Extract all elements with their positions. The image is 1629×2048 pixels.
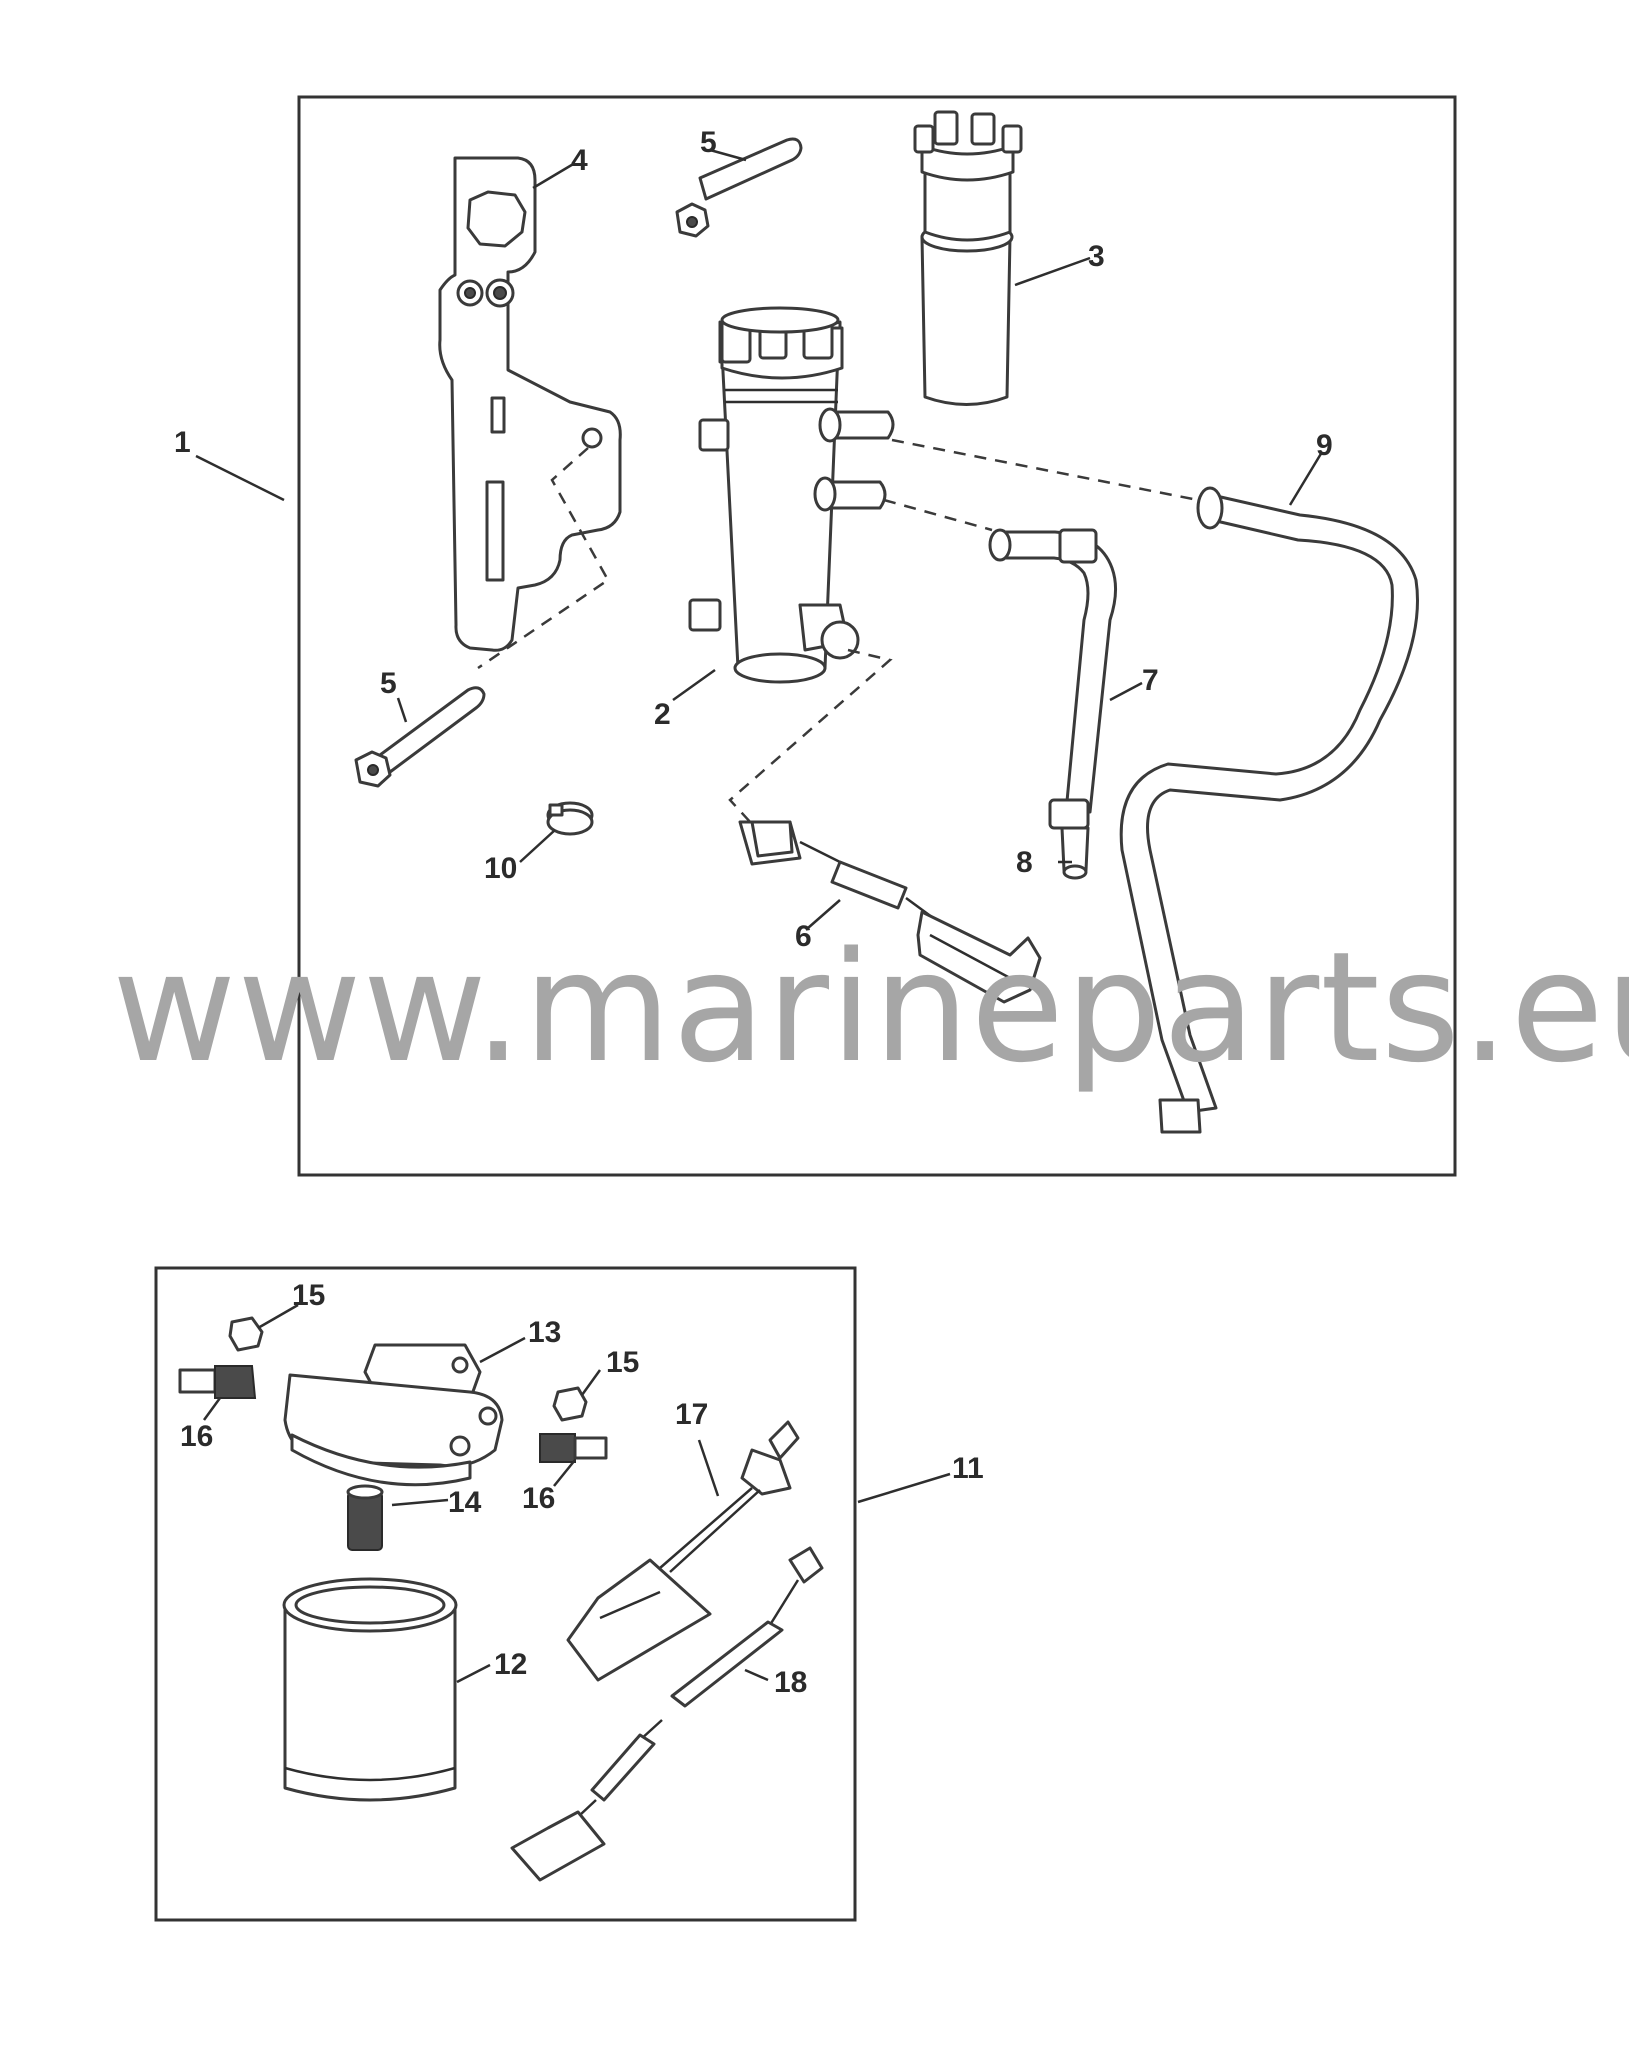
callout-10: 10: [484, 852, 517, 885]
callout-15-right: 15: [606, 1346, 639, 1379]
part-5-bolt-top: [675, 137, 803, 238]
part-9-fuel-line: [1119, 486, 1419, 1134]
callout-6: 6: [795, 920, 812, 953]
callout-3: 3: [1088, 240, 1105, 273]
dash-bracket-bolt: [477, 447, 610, 670]
callout-11: 11: [952, 1452, 984, 1485]
dash-port-line7: [883, 498, 993, 532]
part-4-bracket: [438, 156, 622, 652]
part-13-filter-head: [283, 1343, 504, 1487]
callout-7: 7: [1142, 664, 1159, 697]
part-8-fitting: [1060, 826, 1090, 880]
part-18-harness: [510, 1546, 824, 1882]
part-16-fitting-left: [178, 1365, 257, 1399]
part-2-filter-housing: [688, 306, 895, 684]
part-7-fuel-line: [988, 528, 1117, 830]
callout-5-bottom: 5: [380, 667, 397, 700]
part-10-clamp: [546, 801, 594, 836]
part-15-cap-right: [552, 1386, 588, 1422]
callout-18: 18: [774, 1666, 807, 1699]
part-12-filter: [282, 1577, 458, 1802]
part-14-stud: [346, 1484, 384, 1551]
assembly-1-frame: [297, 95, 1457, 1177]
callout-15-left: 15: [292, 1279, 325, 1312]
part-3-sleeve: [913, 110, 1023, 406]
part-6-harness: [738, 820, 1042, 1004]
part-5-bolt-bottom: [354, 686, 486, 788]
watermark: www.marineparts.eu: [112, 919, 1629, 1096]
assembly-11-frame: [154, 1266, 857, 1922]
callout-9: 9: [1316, 429, 1333, 462]
callout-17: 17: [675, 1398, 708, 1431]
callout-1: 1: [174, 426, 191, 459]
callout-13: 13: [528, 1316, 561, 1349]
callout-5-top: 5: [700, 126, 717, 159]
dash-sensor-harness: [728, 648, 893, 825]
callout-8: 8: [1016, 846, 1033, 879]
callout-16-right: 16: [522, 1482, 555, 1515]
callout-2: 2: [654, 698, 671, 731]
part-17-harness: [566, 1420, 800, 1682]
dash-port-line9: [891, 438, 1199, 502]
callout-16-left: 16: [180, 1420, 213, 1453]
part-16-fitting-right: [539, 1433, 608, 1463]
callout-14: 14: [448, 1486, 482, 1519]
callout-4: 4: [571, 144, 588, 177]
callout-12: 12: [494, 1648, 527, 1681]
part-15-cap-left: [228, 1316, 264, 1352]
